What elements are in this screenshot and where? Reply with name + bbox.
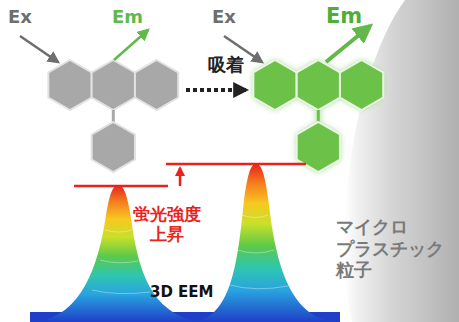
increase-arrow [179, 168, 182, 186]
process-label: 吸着 [208, 54, 244, 76]
excitation-label: Ex [8, 6, 32, 28]
molecule-adsorbed [253, 60, 383, 172]
molecule-free [48, 60, 178, 172]
eem-contours [92, 215, 288, 294]
excitation-label: Ex [212, 6, 236, 28]
level-line [166, 163, 306, 166]
excitation-arrow [20, 36, 58, 62]
annotation-text: 蛍光強度 上昇 [130, 204, 204, 245]
level-line [74, 185, 168, 188]
emission-arrow [114, 30, 148, 60]
particle-label: マイクロ プラスチック 粒子 [336, 216, 452, 281]
emission-label: Em [112, 6, 143, 28]
eem-peak [196, 164, 332, 322]
emission-arrow [326, 26, 370, 62]
chart-label: 3D EEM [150, 283, 214, 301]
emission-label: Em [326, 4, 362, 29]
adsorption-arrow [186, 88, 246, 92]
